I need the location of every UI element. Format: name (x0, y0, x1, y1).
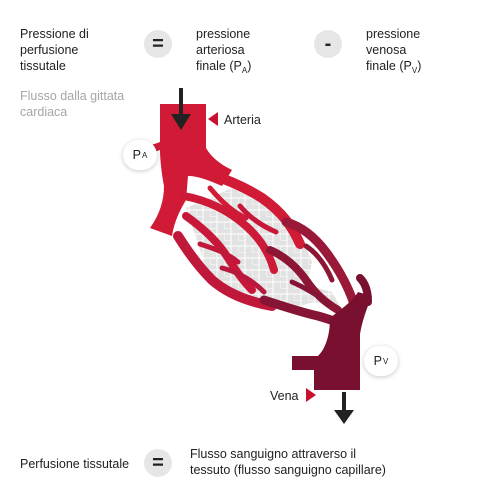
outflow-arrow (334, 392, 354, 424)
venous-pressure-term: pressione venosa finale (PV) (366, 26, 421, 79)
pv-subscript: V (383, 356, 389, 366)
tissue-perfusion-term: Perfusione tissutale (20, 457, 130, 471)
arterial-pressure-text: pressione arteriosa finale (P (196, 27, 251, 73)
cardiac-output-caption: Flusso dalla gittata cardiaca (20, 89, 125, 119)
artery-label: Arteria (224, 113, 261, 127)
venous-pressure-text: pressione venosa finale (P (366, 27, 421, 73)
vein-pointer-icon (306, 388, 316, 402)
venous-pressure-close: ) (417, 59, 422, 73)
inflow-arrow (171, 88, 191, 130)
vein-label: Vena (270, 389, 299, 403)
equals-operator-bottom: = (144, 449, 172, 477)
venous-capillaries (259, 217, 372, 335)
vein (292, 292, 372, 390)
venous-pressure-subscript: V (411, 66, 418, 75)
perfusion-pressure-term: Pressione di perfusione tissutale (20, 27, 89, 73)
pa-letter: P (132, 148, 141, 162)
minus-operator: - (314, 30, 342, 58)
artery-pointer-icon (208, 112, 218, 126)
perfusion-definition: Flusso sanguigno attraverso il tessuto (… (190, 447, 386, 477)
arterial-pressure-subscript: A (241, 66, 248, 75)
pa-subscript: A (142, 150, 148, 160)
equals-operator-top: = (144, 30, 172, 58)
arterial-pressure-term: pressione arteriosa finale (PA) (196, 26, 251, 79)
arterial-pressure-close: ) (247, 59, 252, 73)
pv-letter: P (373, 354, 382, 368)
